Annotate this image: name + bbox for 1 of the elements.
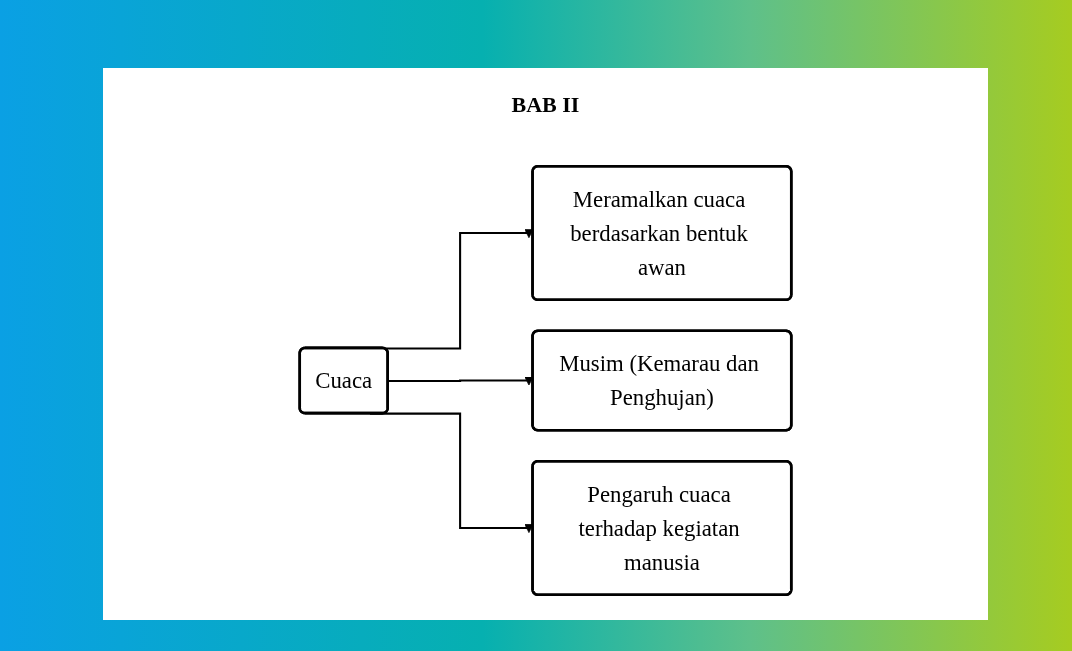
title: BAB II (511, 92, 580, 118)
